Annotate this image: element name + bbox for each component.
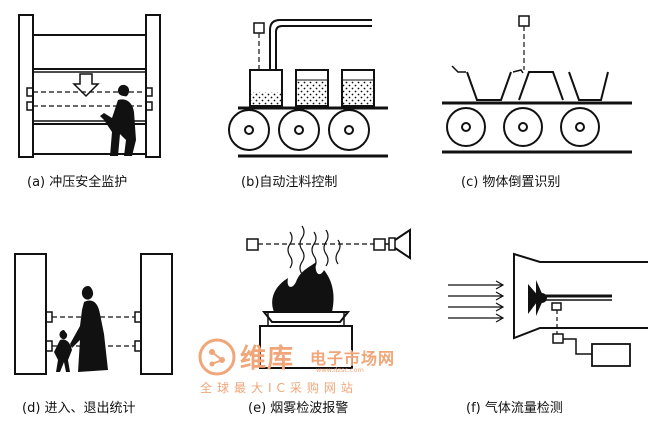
caption-b: (b)自动注料控制 [241, 175, 338, 190]
panel-d-entry-exit-count [14, 253, 173, 375]
caption-e: (e) 烟雾检波报警 [248, 401, 349, 416]
watermark-logo-icon [198, 338, 236, 376]
watermark-subtitle: 电子市场网 [310, 349, 396, 368]
caption-f: (f) 气体流量检测 [466, 401, 563, 416]
panel-b-auto-filling [228, 19, 388, 158]
watermark-slogan: 全球最大IC采购网站 [200, 381, 358, 395]
watermark-brand: 维库 [240, 344, 295, 374]
caption-c: (c) 物体倒置识别 [461, 175, 561, 190]
panel-f-gas-flow [448, 252, 648, 367]
panel-c-inversion-detect [442, 15, 632, 154]
watermark-url: www.dzsc.com [316, 366, 364, 374]
caption-a: (a) 冲压安全监护 [27, 175, 128, 190]
panel-a-press-guard [18, 14, 161, 158]
watermark: 维库 电子市场网 www.dzsc.com 全球最大IC采购网站 [198, 336, 430, 396]
panel-e-smoke-alarm [246, 225, 411, 369]
caption-d: (d) 进入、退出统计 [22, 401, 136, 416]
